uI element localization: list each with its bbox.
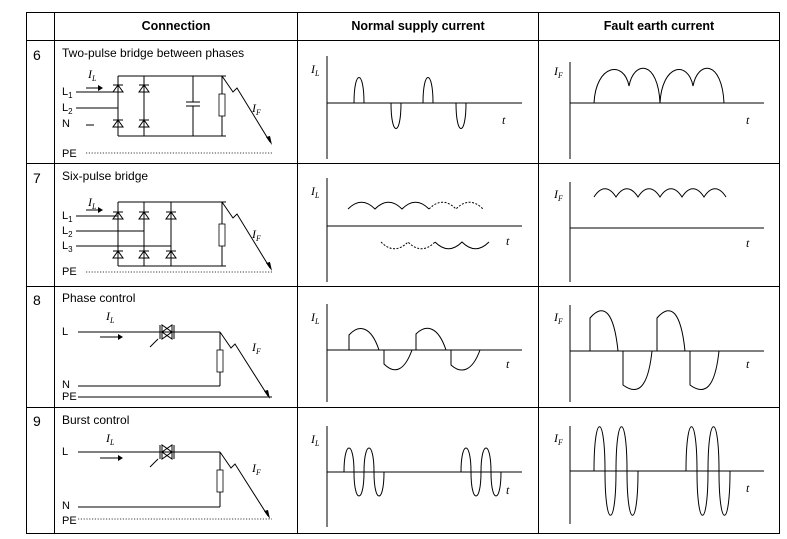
axis-label-IL: IL <box>310 184 320 200</box>
table-grid <box>26 12 780 534</box>
row-number-9: 9 <box>33 413 41 429</box>
graph-normal-two-pulse: IL t <box>310 56 522 159</box>
phase-label-L1: L1 <box>62 210 73 224</box>
header-fault-current: Fault earth current <box>604 19 715 33</box>
axis-label-t: t <box>746 357 750 371</box>
row-number-8: 8 <box>33 292 41 308</box>
phase-label-L2: L2 <box>62 225 73 239</box>
current-label-IL: IL <box>105 309 115 325</box>
row-number-7: 7 <box>33 170 41 186</box>
line-label-L: L <box>62 446 68 458</box>
neutral-label-N: N <box>62 500 70 512</box>
graph-normal-burst-control: IL t <box>310 426 522 527</box>
graph-fault-burst-control: IF t <box>553 426 764 524</box>
circuit-six-pulse-bridge: IL L1 L2 L3 PE IF <box>62 195 272 278</box>
axis-label-IF: IF <box>553 64 563 80</box>
phase-label-L1: L1 <box>62 86 73 100</box>
neutral-label-N: N <box>62 118 70 130</box>
axis-label-IL: IL <box>310 62 320 78</box>
graph-fault-six-pulse: IF t <box>553 182 764 282</box>
axis-label-IF: IF <box>553 310 563 326</box>
fault-label-IF: IF <box>251 461 261 477</box>
axis-label-IL: IL <box>310 432 320 448</box>
axis-label-t: t <box>502 113 506 127</box>
current-label-IL: IL <box>87 195 97 211</box>
pe-label: PE <box>62 391 77 403</box>
row-title-two-pulse: Two-pulse bridge between phases <box>62 46 244 60</box>
comparison-table: Connection Normal supply current Fault e… <box>26 12 780 534</box>
header-connection: Connection <box>142 19 211 33</box>
table-svg: Connection Normal supply current Fault e… <box>26 12 780 534</box>
current-label-IL: IL <box>105 431 115 447</box>
neutral-label-N: N <box>62 379 70 391</box>
graph-fault-phase-control: IF t <box>553 305 764 402</box>
pe-label: PE <box>62 266 77 278</box>
graph-normal-phase-control: IL t <box>310 304 522 402</box>
pe-label: PE <box>62 515 77 527</box>
phase-label-L3: L3 <box>62 240 73 254</box>
fault-label-IF: IF <box>251 101 261 117</box>
row-title-six-pulse: Six-pulse bridge <box>62 169 148 183</box>
row-title-phase-control: Phase control <box>62 291 135 305</box>
header-normal-current: Normal supply current <box>351 19 485 33</box>
line-label-L: L <box>62 326 68 338</box>
axis-label-IF: IF <box>553 187 563 203</box>
axis-label-IF: IF <box>553 431 563 447</box>
axis-label-IL: IL <box>310 310 320 326</box>
axis-label-t: t <box>746 236 750 250</box>
circuit-burst-control: IL L N PE IF <box>62 431 272 527</box>
axis-label-t: t <box>506 234 510 248</box>
graph-fault-two-pulse: IF t <box>553 62 764 159</box>
graph-normal-six-pulse: IL t <box>310 178 522 282</box>
current-label-IL: IL <box>87 67 97 83</box>
axis-label-t: t <box>746 481 750 495</box>
pe-label: PE <box>62 148 77 160</box>
phase-label-L2: L2 <box>62 102 73 116</box>
fault-label-IF: IF <box>251 227 261 243</box>
row-number-6: 6 <box>33 47 41 63</box>
axis-label-t: t <box>746 113 750 127</box>
axis-label-t: t <box>506 357 510 371</box>
axis-label-t: t <box>506 483 510 497</box>
circuit-phase-control: IL L N PE IF <box>62 309 272 403</box>
row-title-burst-control: Burst control <box>62 413 129 427</box>
circuit-two-pulse-bridge: IL L1 L2 N PE IF <box>62 67 272 160</box>
fault-label-IF: IF <box>251 340 261 356</box>
